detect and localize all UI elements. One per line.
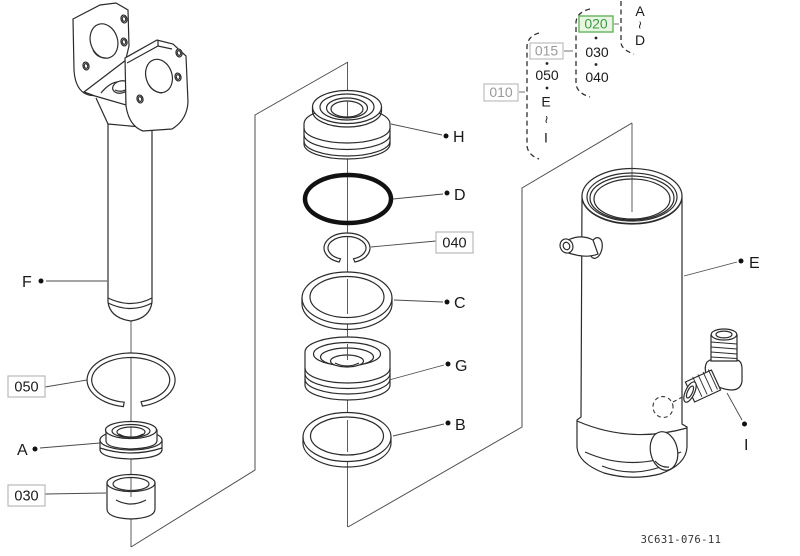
- seal-ring-C: [301, 271, 393, 331]
- label-D: D: [454, 187, 466, 204]
- callout-range-to-D: D: [635, 32, 645, 48]
- bushing-A: [99, 420, 163, 460]
- port-hole-dashed-circle: [652, 395, 674, 419]
- callout-item-040: 040: [585, 69, 609, 85]
- elbow-fitting-I: [683, 328, 743, 403]
- brace-015-group: [575, 8, 591, 98]
- label-I: I: [744, 437, 748, 454]
- o-ring-D: [302, 172, 394, 226]
- label-H: H: [453, 129, 465, 146]
- callout-range-from-E: E: [541, 94, 550, 110]
- label-A: A: [17, 442, 28, 459]
- callout-item-050: 050: [535, 67, 559, 83]
- label-F: F: [22, 274, 32, 291]
- callout-box-015[interactable]: [529, 42, 564, 60]
- separator-sheet-right: [347, 122, 633, 528]
- callout-tilde-1: ~: [539, 115, 555, 123]
- part-labels: F A H D C G B E I: [17, 123, 760, 459]
- ref-box-030[interactable]: [7, 484, 46, 507]
- separator-sheet-middle: [130, 61, 349, 548]
- bushing-030: [106, 473, 156, 520]
- label-E: E: [749, 255, 760, 272]
- label-G: G: [455, 358, 467, 375]
- piston-G: [304, 336, 391, 401]
- callout-range-from-A: A: [635, 3, 645, 19]
- callout-020-label: 020: [584, 16, 608, 32]
- snap-ring-050: [86, 352, 176, 408]
- cylinder-tube-E: [559, 123, 689, 478]
- cylinder-head-H: [303, 89, 391, 160]
- seal-ring-B: [302, 411, 392, 468]
- callout-hierarchy-panel: 010 015 050 E ~ I 020 030 040 A ~ D: [483, 1, 648, 160]
- callout-015-label: 015: [535, 43, 559, 59]
- ref-box-050[interactable]: [7, 375, 46, 398]
- label-C: C: [454, 295, 466, 312]
- callout-box-010[interactable]: [483, 83, 519, 102]
- callout-tilde-2: ~: [632, 21, 648, 29]
- callout-box-020-highlighted[interactable]: [578, 15, 614, 33]
- drawing-number: 3C631-076-11: [641, 534, 722, 546]
- rod-assembly-F: [72, 2, 189, 322]
- ref-030-label: 030: [14, 489, 38, 505]
- label-B: B: [455, 417, 466, 434]
- callout-range-to-I: I: [544, 130, 548, 146]
- brace-010-group: [526, 32, 540, 160]
- ref-050-label: 050: [14, 380, 38, 396]
- cylinder-port-elbow: [559, 236, 603, 259]
- ref-callouts: 050 030 040: [7, 231, 474, 507]
- ref-040-label: 040: [442, 236, 466, 252]
- snap-ring-040: [323, 232, 371, 263]
- ref-box-040[interactable]: [435, 231, 474, 254]
- callout-item-030: 030: [585, 44, 609, 60]
- callout-010-label: 010: [489, 84, 513, 100]
